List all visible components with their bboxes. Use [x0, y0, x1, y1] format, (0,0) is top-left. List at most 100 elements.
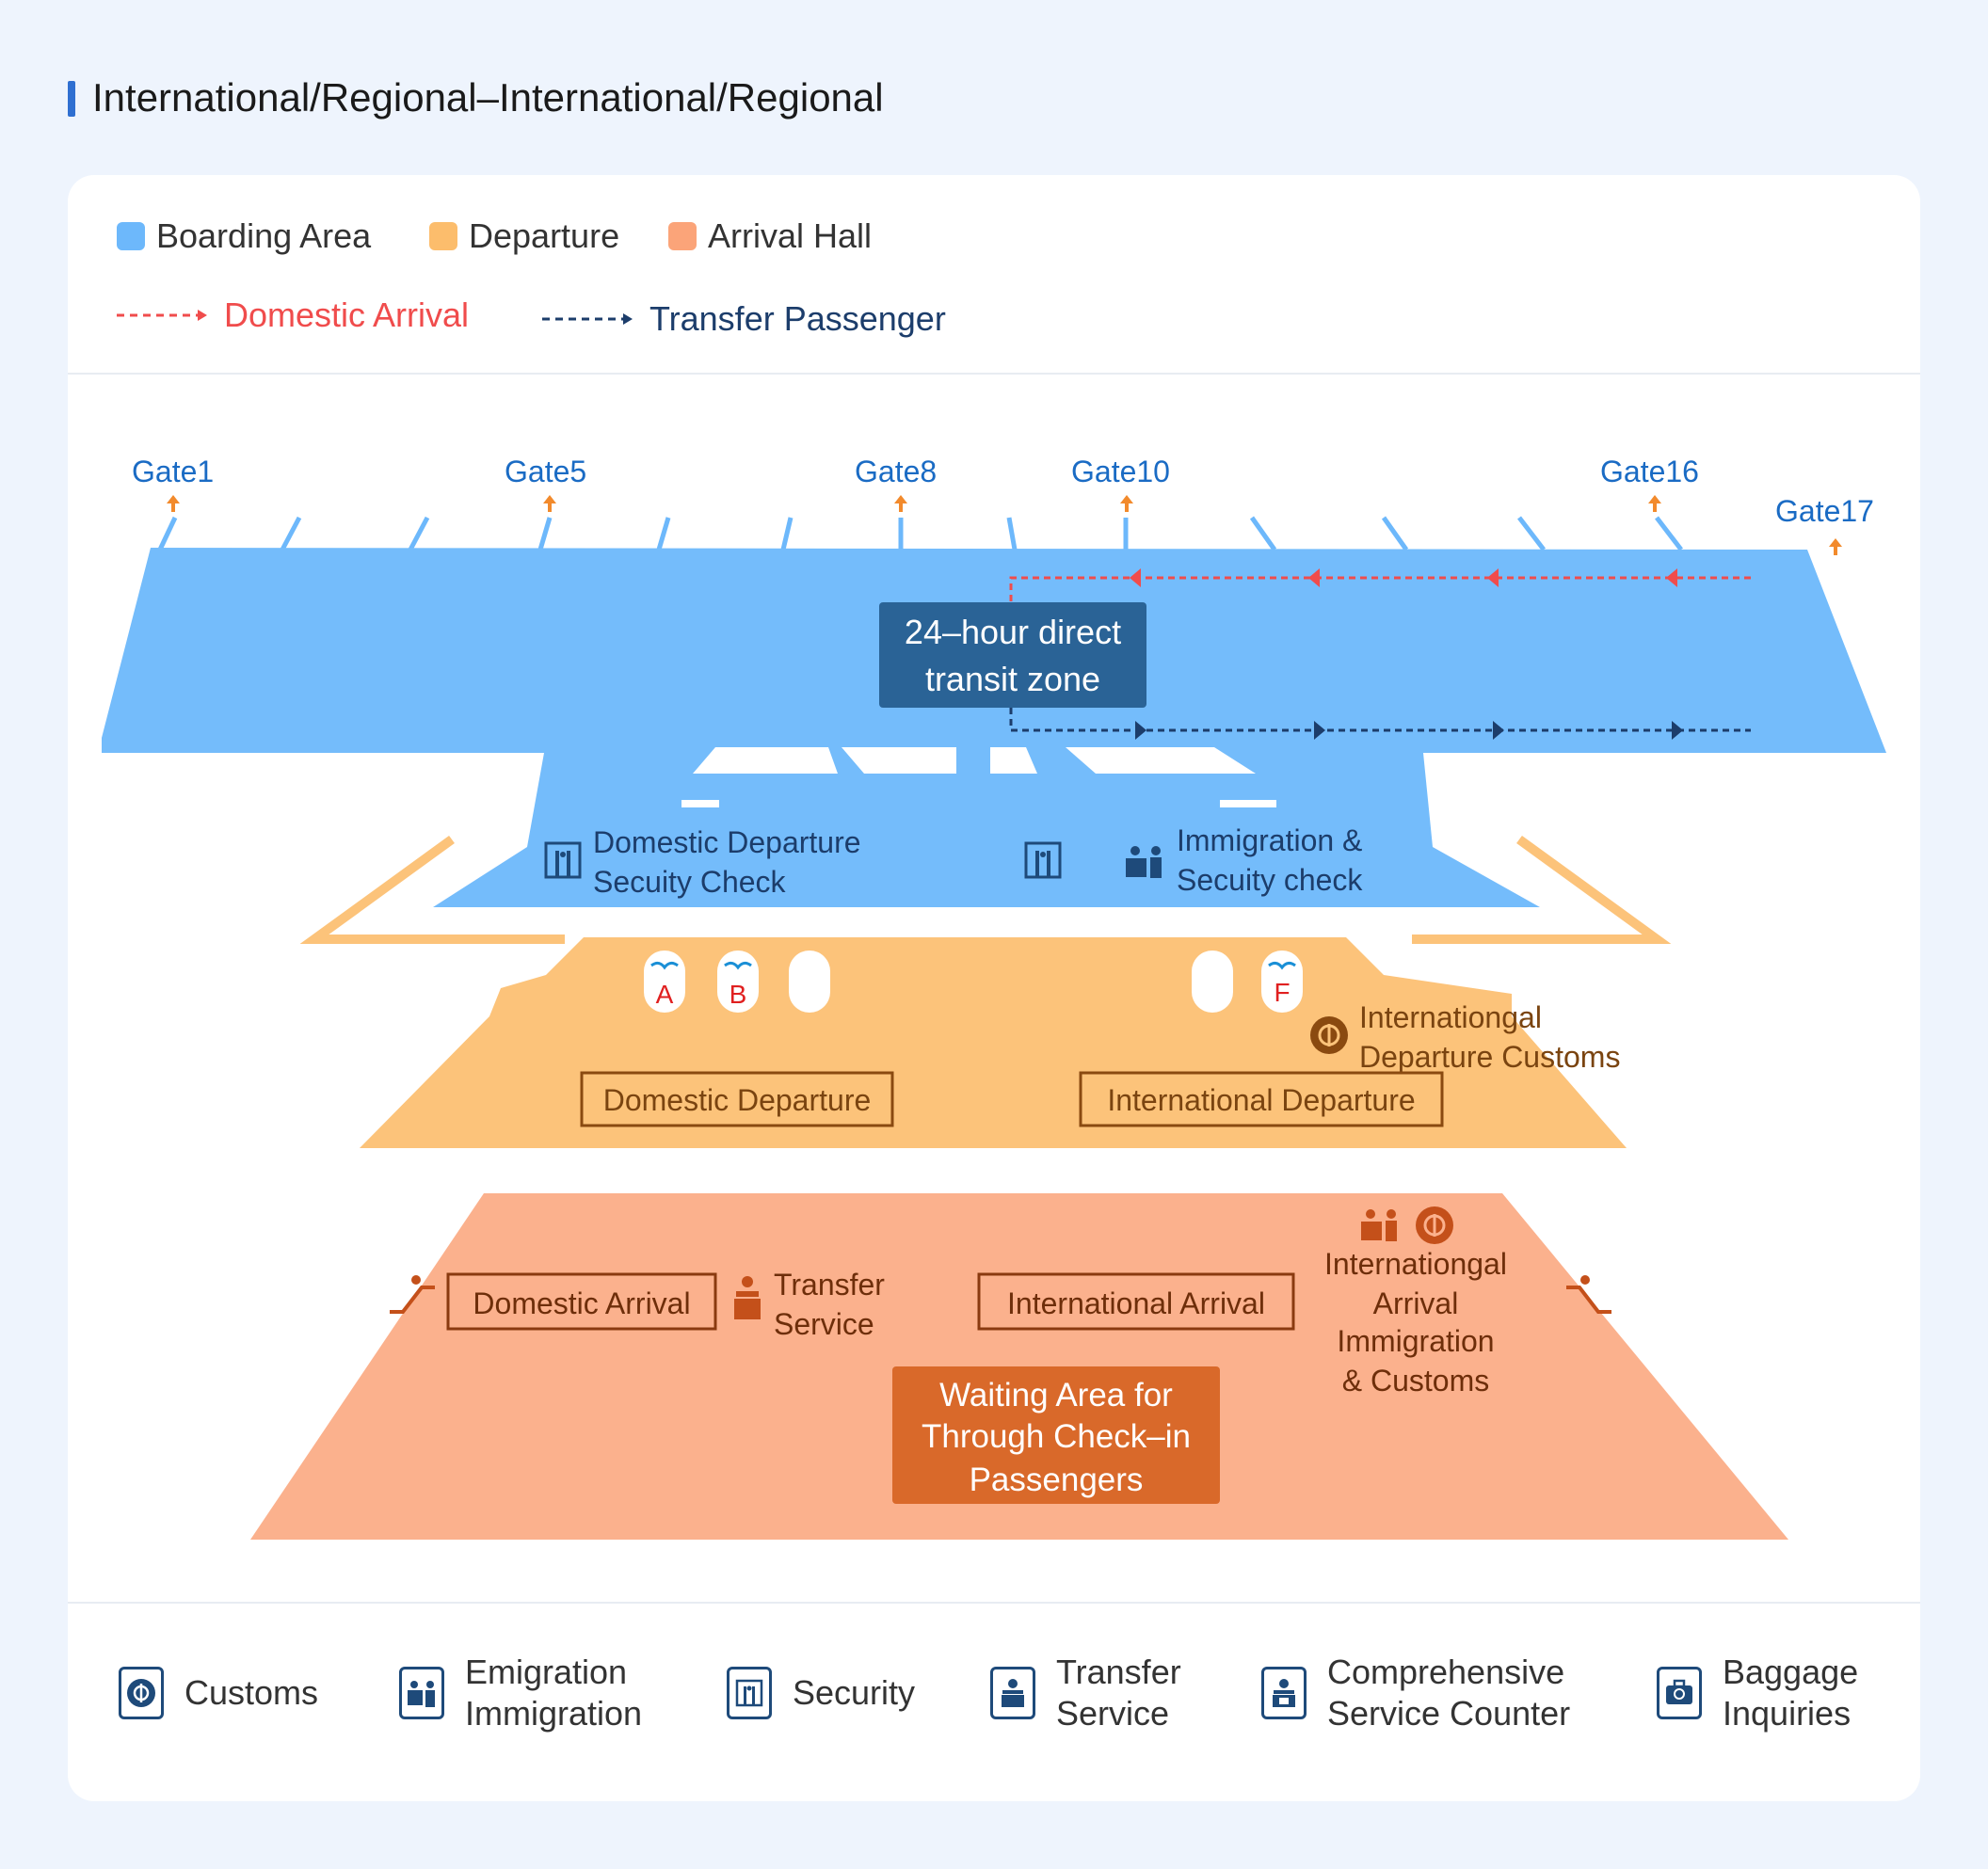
legend-departure: Departure: [429, 216, 619, 256]
counter-b[interactable]: B: [717, 950, 759, 1013]
security-gate-icon: [1024, 841, 1062, 879]
page-title: International/Regional–International/Reg…: [68, 72, 884, 124]
escalator-icon: [390, 1275, 435, 1314]
domestic-arrival-label: Domestic Arrival: [473, 1286, 690, 1320]
security-icon: [727, 1667, 772, 1719]
international-arrival-box: [977, 1272, 1295, 1331]
airline-logo-icon: [1268, 961, 1296, 970]
escalator-icon: [1566, 1275, 1611, 1314]
baggage-icon: [1657, 1667, 1702, 1719]
legend-boarding-area: Boarding Area: [117, 216, 371, 256]
transfer-service-icon: [734, 1276, 761, 1319]
blue-dashed-arrow-icon: [542, 313, 633, 325]
legend-text: Customs: [184, 1673, 319, 1712]
terminal-diagram: Gate1 Gate5 Gate8 Gate10 Gate16 Gate17: [102, 455, 1886, 1540]
legend-label: Domestic Arrival: [224, 296, 470, 334]
up-arrow-icon: [1829, 538, 1842, 555]
domestic-security-line-2: Secuity Check: [593, 865, 787, 899]
gate-label: Gate10: [1071, 455, 1170, 488]
counter-blank: [789, 950, 830, 1013]
customs-icon: [1310, 1016, 1348, 1054]
counter-a[interactable]: A: [644, 950, 685, 1013]
legend-label: Arrival Hall: [708, 216, 873, 255]
immigration-security-line-1: Immigration &: [1177, 823, 1362, 857]
transfer-service-icon: [990, 1667, 1035, 1719]
gate-label: Gate8: [855, 455, 937, 488]
divider-bottom: [68, 1602, 1920, 1604]
gate-label: Gate16: [1600, 455, 1699, 488]
emigration-immigration-icon: [399, 1667, 444, 1719]
domestic-security-line-1: Domestic Departure: [593, 825, 861, 859]
customs-icon: [119, 1667, 164, 1719]
security-gate-icon: [544, 841, 582, 879]
counter-f[interactable]: F: [1261, 950, 1303, 1013]
legend-security: Security: [727, 1667, 915, 1719]
legend-arrival-hall: Arrival Hall: [668, 216, 872, 256]
boarding-swatch: [117, 222, 145, 250]
waiting-area-line-2: Through Check–in: [922, 1418, 1191, 1455]
transfer-service-line-2: Service: [774, 1307, 874, 1341]
red-dashed-arrow-icon: [117, 310, 207, 321]
legend-domestic-arrival: Domestic Arrival: [115, 296, 469, 335]
legend-customs: Customs: [119, 1667, 318, 1719]
legend-label: Boarding Area: [156, 216, 372, 255]
gate-label: Gate17: [1775, 494, 1874, 528]
up-arrow-icon: [543, 495, 556, 512]
jet-bridges: [157, 516, 1683, 551]
international-departure-label: International Departure: [1107, 1083, 1415, 1117]
divider-top: [68, 373, 1920, 375]
emigration-immigration-icon: [1126, 846, 1162, 878]
up-arrow-icon: [894, 495, 907, 512]
legend-label: Departure: [469, 216, 620, 255]
arrival-swatch: [668, 222, 697, 250]
immigration-security-line-2: Secuity check: [1177, 863, 1363, 897]
transit-zone-line-2: transit zone: [925, 660, 1100, 698]
legend-text: Security: [793, 1673, 916, 1712]
international-arrival-label: International Arrival: [1007, 1286, 1265, 1320]
domestic-arrival-box: [446, 1272, 717, 1331]
departure-customs-line-1: Internationgal: [1359, 1000, 1542, 1034]
waiting-area-box: [892, 1366, 1220, 1504]
counter-letter: F: [1274, 978, 1290, 1007]
emigration-immigration-icon: [1361, 1209, 1397, 1241]
intl-immigration-line-3: Immigration: [1337, 1324, 1494, 1358]
gate-arrows: [167, 495, 1842, 555]
domestic-departure-box: [580, 1071, 894, 1127]
departure-ramp-right: [1412, 835, 1672, 944]
service-counter-icon: [1261, 1667, 1307, 1719]
counter-letter: B: [729, 980, 747, 1009]
intl-immigration-line-4: & Customs: [1342, 1364, 1489, 1398]
airline-logo-icon: [724, 961, 752, 970]
boarding-area: [102, 548, 1886, 907]
airline-logo-icon: [650, 961, 679, 970]
counter-blank: [1192, 950, 1233, 1013]
transit-zone-line-1: 24–hour direct: [905, 613, 1121, 651]
up-arrow-icon: [1120, 495, 1133, 512]
up-arrow-icon: [1648, 495, 1661, 512]
domestic-departure-label: Domestic Departure: [603, 1083, 872, 1117]
intl-immigration-line-2: Arrival: [1373, 1286, 1459, 1320]
boarding-cutouts: [681, 747, 1276, 807]
transfer-passenger-route: [1009, 708, 1751, 740]
departure-swatch: [429, 222, 457, 250]
gate-label: Gate1: [132, 455, 214, 488]
legend-label: Transfer Passenger: [649, 299, 946, 338]
transfer-service-line-1: Transfer: [774, 1268, 885, 1302]
gate-label: Gate5: [505, 455, 586, 488]
up-arrow-icon: [167, 495, 180, 512]
legend-transfer-passenger: Transfer Passenger: [540, 299, 946, 339]
counter-letter: A: [656, 980, 674, 1009]
international-departure-box: [1079, 1071, 1444, 1127]
waiting-area-line-3: Passengers: [970, 1462, 1144, 1498]
customs-icon: [1416, 1206, 1453, 1244]
transit-zone-box: [879, 602, 1146, 708]
departure-ramp-left: [299, 835, 565, 944]
